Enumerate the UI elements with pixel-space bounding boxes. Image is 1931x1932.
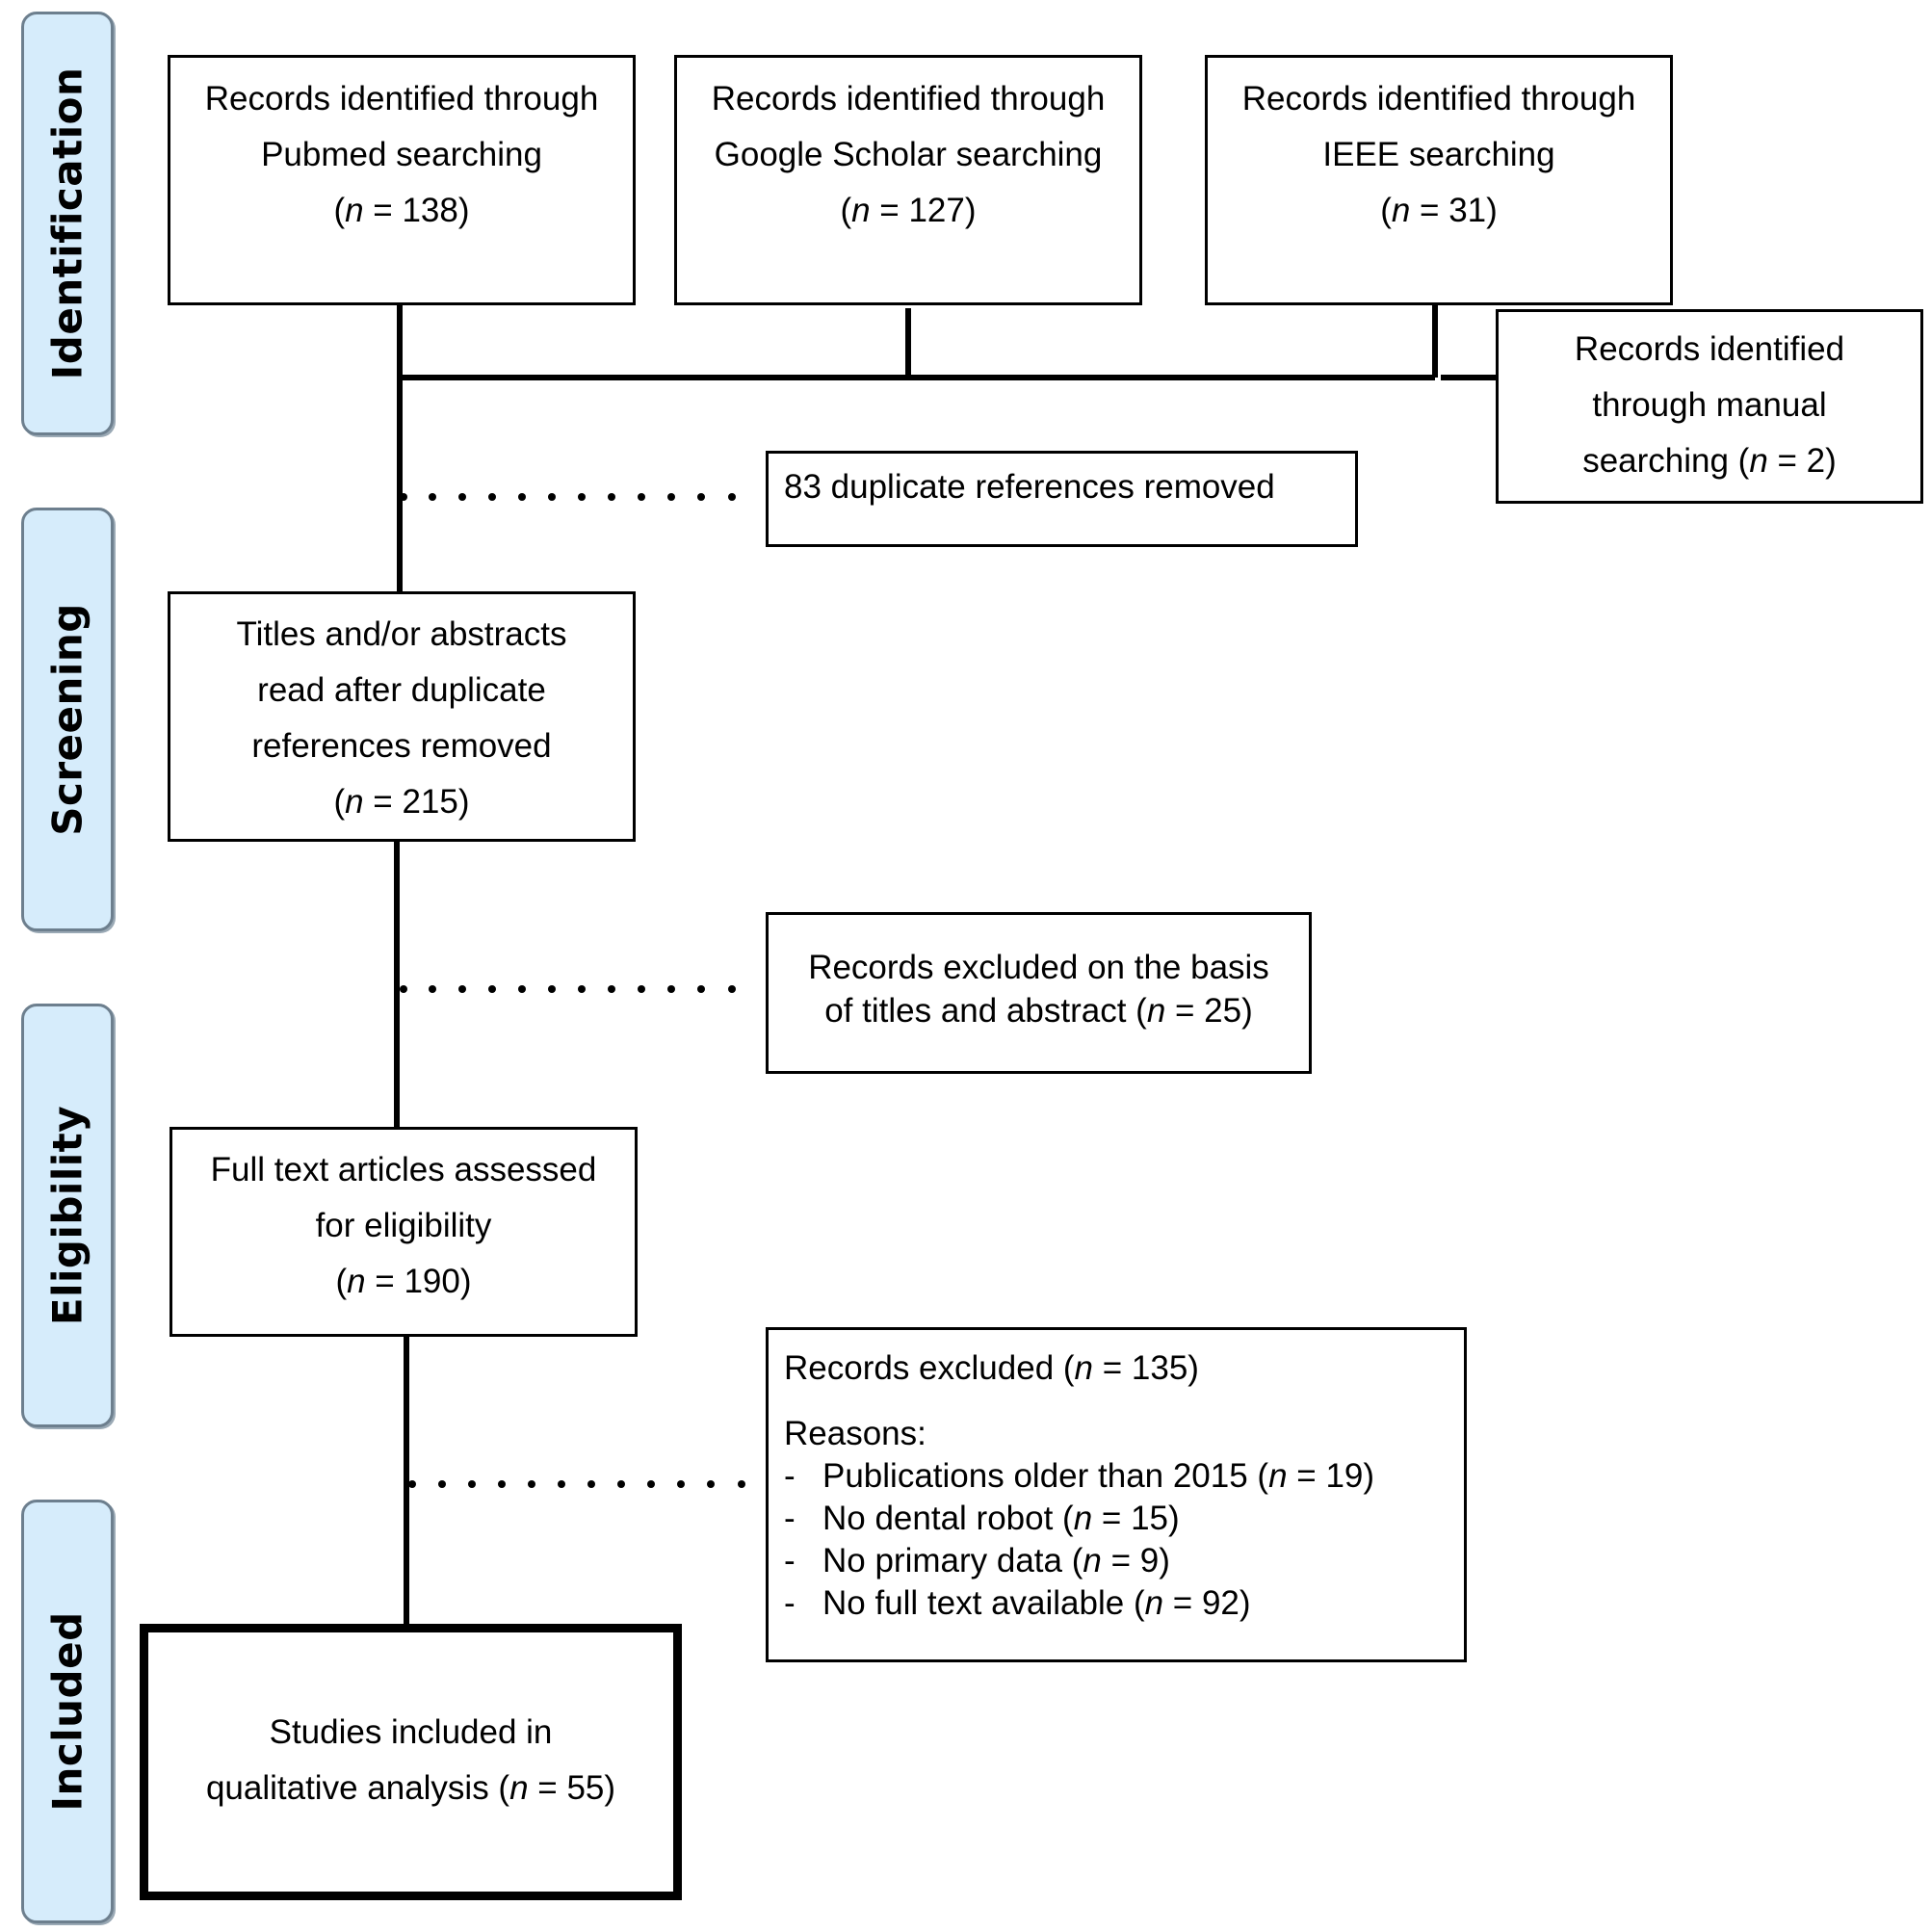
- fulltext-excluded-header: Records excluded (n = 135): [784, 1349, 1199, 1387]
- reason-dash: -: [784, 1457, 796, 1495]
- reasons-label: Reasons:: [784, 1415, 926, 1452]
- included-box: Studies included in qualitative analysis…: [140, 1624, 682, 1900]
- screening-line3: references removed: [251, 727, 552, 765]
- reason-dash: -: [784, 1500, 796, 1537]
- pubmed-records-box: Records identified through Pubmed search…: [168, 55, 636, 305]
- titles-excluded-dotted-line: [400, 985, 736, 993]
- phase-screening-label: Screening: [43, 603, 91, 836]
- eligibility-line1: Full text articles assessed: [210, 1151, 597, 1188]
- screening-box: Titles and/or abstracts read after dupli…: [168, 591, 636, 842]
- reason-item: -No dental robot (n = 15): [784, 1498, 1464, 1540]
- duplicates-removed-box: 83 duplicate references removed: [766, 451, 1358, 547]
- included-line1: Studies included in: [269, 1713, 553, 1751]
- screening-count: (n = 215): [333, 783, 470, 821]
- reason-text: No full text available (n = 92): [822, 1584, 1251, 1622]
- screening-line2: read after duplicate: [257, 671, 546, 709]
- screening-line1: Titles and/or abstracts: [236, 615, 567, 653]
- fulltext-excluded-dotted-line: [408, 1480, 745, 1488]
- phase-included-label: Included: [43, 1611, 91, 1812]
- manual-line1: Records identified: [1574, 330, 1845, 368]
- reason-dash: -: [784, 1584, 796, 1622]
- eligibility-box: Full text articles assessed for eligibil…: [170, 1127, 638, 1337]
- reason-item: -No primary data (n = 9): [784, 1540, 1464, 1582]
- reason-text: Publications older than 2015 (n = 19): [822, 1457, 1375, 1495]
- ieee-count: (n = 31): [1380, 192, 1498, 229]
- reason-text: No dental robot (n = 15): [822, 1500, 1180, 1537]
- included-line2: qualitative analysis (n = 55): [205, 1769, 616, 1807]
- pubmed-line1: Records identified through: [204, 80, 599, 117]
- fulltext-excluded-box: Records excluded (n = 135) Reasons: -Pub…: [766, 1327, 1467, 1662]
- titles-excluded-box: Records excluded on the basis of titles …: [766, 912, 1312, 1074]
- duplicates-text: 83 duplicate references removed: [784, 468, 1275, 506]
- reason-item: -No full text available (n = 92): [784, 1582, 1464, 1625]
- manual-line2: through manual: [1592, 386, 1827, 424]
- phase-eligibility-label: Eligibility: [43, 1105, 91, 1326]
- scholar-records-box: Records identified through Google Schola…: [674, 55, 1142, 305]
- scholar-count: (n = 127): [840, 192, 977, 229]
- ieee-line2: IEEE searching: [1322, 136, 1555, 173]
- phase-screening: Screening: [21, 508, 114, 931]
- phase-eligibility: Eligibility: [21, 1004, 114, 1427]
- pubmed-count: (n = 138): [333, 192, 470, 229]
- ieee-line1: Records identified through: [1241, 80, 1636, 117]
- reason-item: -Publications older than 2015 (n = 19): [784, 1455, 1464, 1498]
- scholar-line1: Records identified through: [711, 80, 1106, 117]
- eligibility-count: (n = 190): [335, 1263, 472, 1300]
- manual-line3: searching (n = 2): [1582, 442, 1837, 480]
- phase-identification: Identification: [21, 12, 114, 435]
- reason-text: No primary data (n = 9): [822, 1542, 1170, 1580]
- phase-included: Included: [21, 1500, 114, 1923]
- reason-dash: -: [784, 1542, 796, 1580]
- manual-records-box: Records identified through manual search…: [1496, 309, 1923, 504]
- scholar-line2: Google Scholar searching: [714, 136, 1103, 173]
- eligibility-line2: for eligibility: [315, 1207, 492, 1244]
- titles-excluded-line1: Records excluded on the basis: [808, 949, 1269, 986]
- phase-identification-label: Identification: [43, 66, 91, 380]
- ieee-records-box: Records identified through IEEE searchin…: [1205, 55, 1673, 305]
- duplicates-dotted-line: [400, 493, 736, 501]
- pubmed-line2: Pubmed searching: [261, 136, 542, 173]
- titles-excluded-line2: of titles and abstract (n = 25): [824, 992, 1253, 1030]
- reasons-gap: [784, 1390, 1464, 1413]
